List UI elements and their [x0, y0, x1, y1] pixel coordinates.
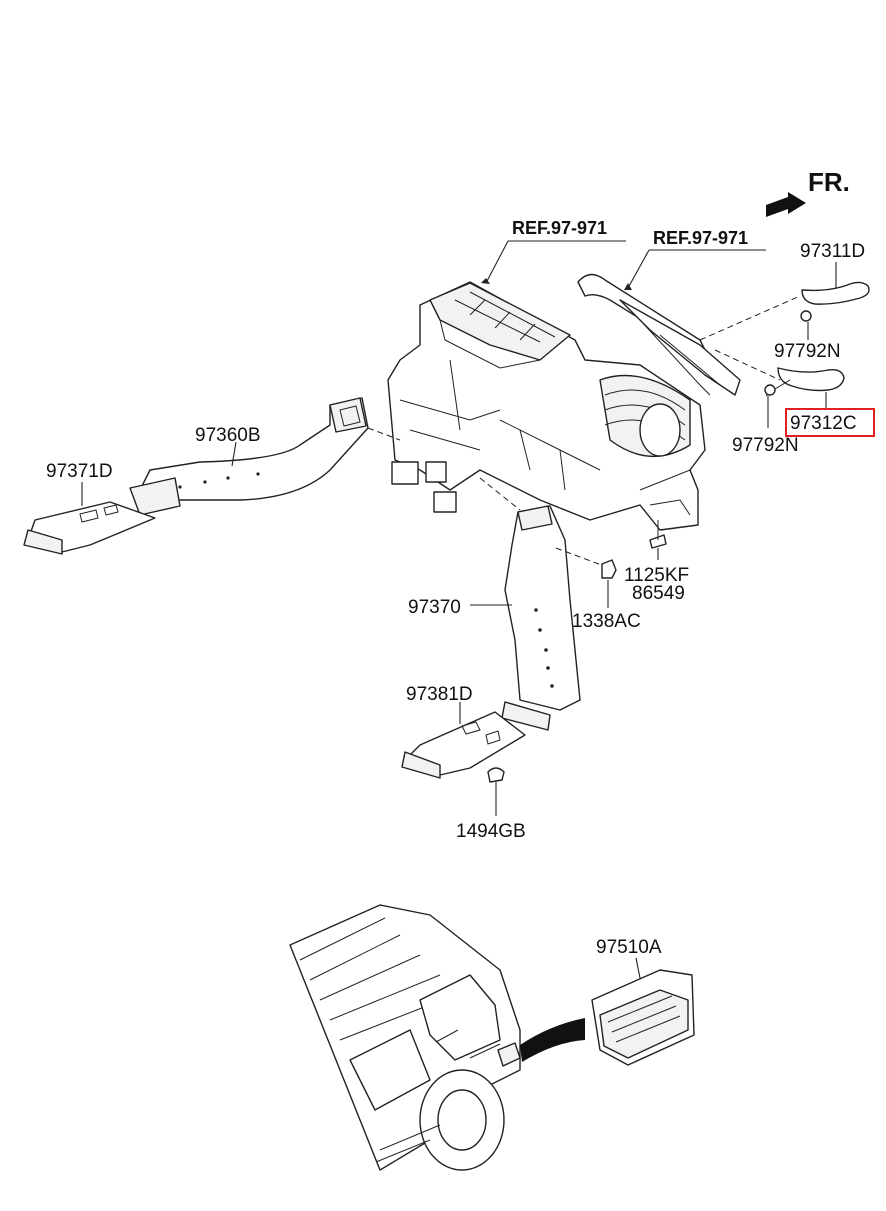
label-97370: 97370	[408, 597, 461, 618]
hvac-unit	[387, 281, 706, 531]
label-97792N-upper: 97792N	[774, 341, 841, 362]
hoses	[577, 273, 870, 397]
fasteners	[601, 520, 667, 579]
label-97312C: 97312C	[790, 413, 857, 434]
label-86549: 86549	[632, 583, 685, 604]
label-97381D: 97381D	[406, 684, 473, 705]
ref-label-2: REF.97-971	[653, 228, 748, 248]
part-labels: 97311D 97792N 97312C 97792N 97360B 97371…	[46, 241, 875, 958]
label-97510A: 97510A	[596, 937, 662, 958]
ref-label-1: REF.97-971	[512, 218, 607, 238]
front-label: FR.	[808, 167, 850, 197]
leader-lines	[81, 262, 837, 979]
reference-labels: REF.97-971 REF.97-971	[481, 218, 766, 290]
label-97792N-lower: 97792N	[732, 435, 799, 456]
air-extractor-grille	[591, 969, 695, 1066]
highlight-97312C	[785, 408, 875, 437]
label-97311D: 97311D	[800, 241, 865, 262]
label-1494GB: 1494GB	[456, 821, 526, 842]
label-1338AC: 1338AC	[572, 611, 641, 632]
front-direction-indicator: FR.	[766, 167, 850, 217]
front-arrow-icon	[766, 192, 806, 217]
rear-duct-center	[401, 477, 605, 783]
label-1125KF: 1125KF	[624, 565, 689, 586]
label-97360B: 97360B	[195, 425, 261, 446]
label-97371D: 97371D	[46, 461, 113, 482]
rear-duct-left	[23, 397, 401, 555]
vehicle-illustration	[289, 904, 585, 1171]
